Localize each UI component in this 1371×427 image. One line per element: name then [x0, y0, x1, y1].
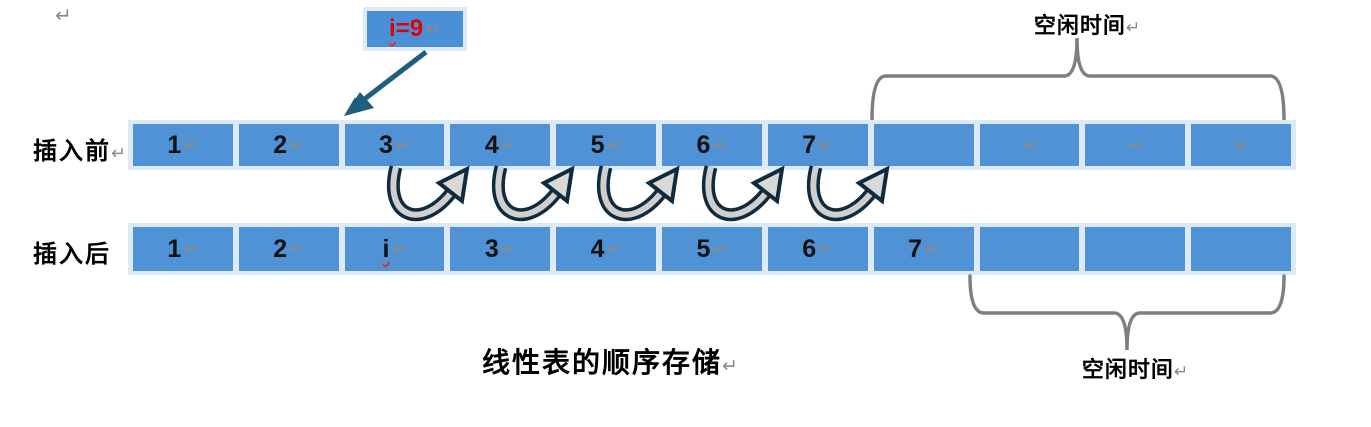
insert-index-callout: i=9↵ [363, 7, 467, 51]
array-row-after: 1↵ 2↵ i↵ 3↵ 4↵ 5↵ 6↵ 7↵ [128, 223, 1296, 275]
caption-text: 线性表的顺序存储 [482, 347, 723, 378]
paragraph-mark: ↵ [425, 18, 441, 40]
paragraph-mark: ↵ [111, 143, 127, 163]
row-label-before: 插入前↵ [33, 131, 126, 166]
array-cell [1085, 227, 1186, 271]
array-cell: 4↵ [556, 227, 657, 271]
array-cell: 5↵ [662, 227, 762, 271]
array-row-before: 1↵ 2↵ 3↵ 4↵ 5↵ 6↵ 7↵ ↵ ↵ ↵ [128, 120, 1296, 170]
paragraph-mark: ↵ [1173, 362, 1189, 381]
array-cell: 6↵ [767, 227, 868, 271]
array-cell: ↵ [979, 124, 1080, 166]
array-cell: 3↵ [450, 227, 551, 271]
shift-arrow-icon [491, 165, 575, 222]
array-cell [1191, 227, 1291, 271]
callout-value: =9 [395, 15, 424, 42]
array-cell: 2↵ [238, 227, 339, 271]
paragraph-mark: ↵ [55, 5, 72, 27]
array-cell: 1↵ [133, 227, 233, 271]
array-cell: ↵ [1085, 124, 1186, 166]
array-cell [979, 227, 1080, 271]
row-label-text: 插入后 [33, 241, 111, 268]
array-cell [873, 124, 974, 166]
paragraph-mark: ↵ [722, 356, 738, 377]
array-cell: 4↵ [450, 124, 551, 166]
array-cell: 2↵ [238, 124, 339, 166]
row-label-text: 插入前 [33, 138, 111, 165]
idle-time-label-top: 空闲时间↵ [1002, 8, 1172, 40]
shift-arrow-icon [806, 165, 890, 222]
shift-arrow-icon [701, 165, 785, 222]
array-cell: 7↵ [873, 227, 974, 271]
shift-arrow-icon [386, 165, 470, 222]
row-label-after: 插入后 [33, 234, 111, 269]
array-cell: 5↵ [556, 124, 657, 166]
array-cell: 7↵ [767, 124, 868, 166]
shift-arrow-icon [596, 165, 680, 222]
idle-time-text: 空闲时间 [1033, 13, 1126, 38]
figure-caption: 线性表的顺序存储↵ [410, 341, 810, 381]
array-cell: ↵ [1191, 124, 1291, 166]
idle-time-label-bottom: 空闲时间↵ [1050, 352, 1220, 384]
callout-pointer-arrow-icon [344, 50, 428, 116]
idle-time-text: 空闲时间 [1081, 357, 1174, 382]
callout-variable: i [389, 15, 396, 42]
array-cell: 6↵ [662, 124, 762, 166]
array-cell: 3↵ [344, 124, 445, 166]
array-cell: 1↵ [133, 124, 233, 166]
array-cell-inserted: i↵ [344, 227, 445, 271]
top-brace [870, 37, 1286, 122]
bottom-brace [968, 274, 1286, 351]
paragraph-mark: ↵ [1125, 18, 1141, 37]
